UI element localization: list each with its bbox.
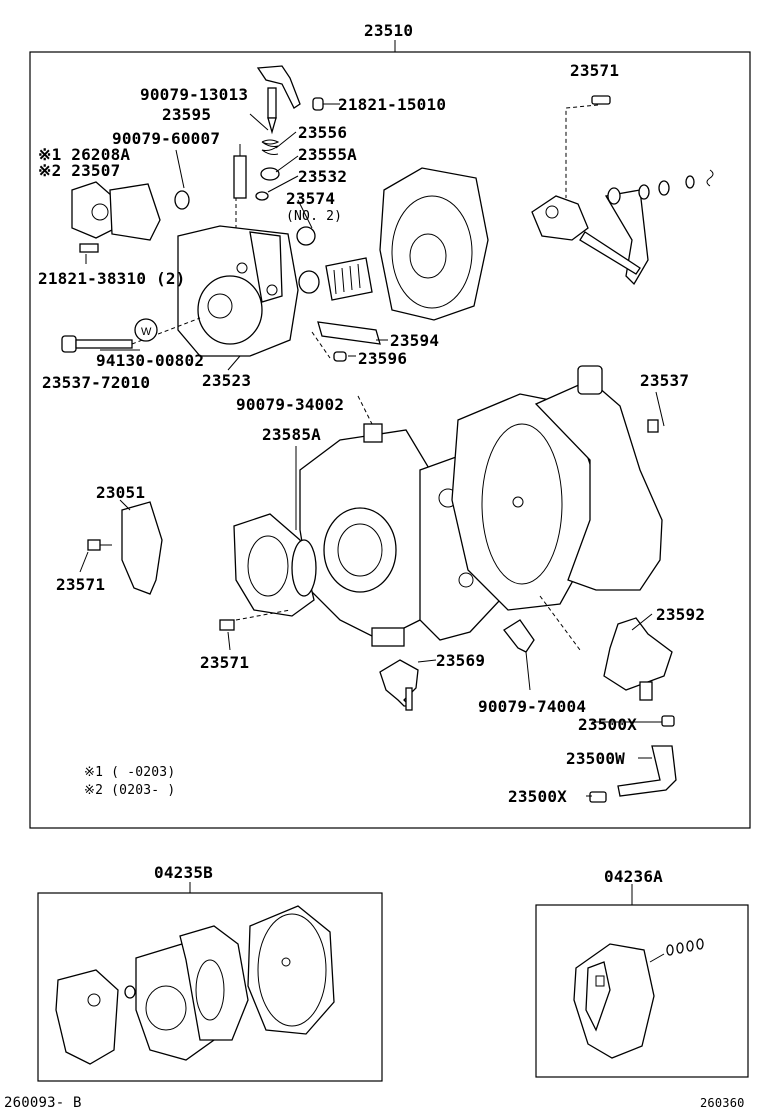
label-23507: ※2 23507 — [38, 161, 121, 180]
label-90079-34002: 90079-34002 — [236, 395, 345, 414]
assembly-label: 23510 — [364, 21, 414, 40]
kit-frame-left — [37, 892, 383, 1082]
valve-23592 — [539, 595, 673, 701]
label-23532: 23532 — [298, 167, 348, 186]
upper-gasket — [379, 167, 489, 321]
kit-label-left: 04235B — [154, 863, 213, 882]
kit-right-drawing — [573, 938, 704, 1059]
label-21821-15010: 21821-15010 — [338, 95, 447, 114]
label-23500X-lower: 23500X — [508, 787, 567, 806]
footnote-2: ※2 (0203- ) — [84, 783, 176, 798]
label-23537: 23537 — [640, 371, 690, 390]
label-26208A: ※1 26208A — [38, 145, 131, 164]
housing-23523 — [177, 225, 299, 357]
label-23585A: 23585A — [262, 425, 321, 444]
label-23571-mid: 23571 — [200, 653, 250, 672]
fitting-23569 — [379, 619, 535, 711]
callout-leaders — [79, 113, 665, 797]
label-23051: 23051 — [96, 483, 146, 502]
footnote-1: ※1 ( -0203) — [84, 765, 176, 780]
label-23596: 23596 — [358, 349, 408, 368]
cover-23585A — [219, 513, 317, 631]
label-94130-00802: 94130-00802 — [96, 351, 205, 370]
kit-frame-right — [535, 904, 749, 1078]
assembly-frame — [29, 51, 751, 829]
actuator-26208A — [71, 181, 190, 253]
label-90079-60007: 90079-60007 — [112, 129, 221, 148]
hose-23500W — [589, 715, 677, 803]
bolt-23595 — [233, 155, 247, 199]
sensor-23051 — [87, 501, 163, 595]
washer-mark: W — [141, 326, 152, 338]
label-90079-74004: 90079-74004 — [478, 697, 587, 716]
bolt-23537-72010 — [61, 317, 201, 353]
label-23571-left: 23571 — [56, 575, 106, 594]
label-23537-72010: 23537-72010 — [42, 373, 151, 392]
kit-label-right: 04236A — [604, 867, 663, 886]
label-23592: 23592 — [656, 605, 706, 624]
label-23594: 23594 — [390, 331, 440, 350]
doc-code-left: 260093- B — [4, 1095, 82, 1111]
label-23555A: 23555A — [298, 145, 357, 164]
label-23500W: 23500W — [566, 749, 625, 768]
label-no2: (NO. 2) — [286, 209, 343, 224]
label-23571-top: 23571 — [570, 61, 620, 80]
label-23574: 23574 — [286, 189, 336, 208]
label-21821-38310: 21821-38310 (2) — [38, 269, 186, 288]
plunger-parts — [235, 65, 373, 301]
diaphragm-gasket — [451, 365, 663, 611]
label-23500X-upper: 23500X — [578, 715, 637, 734]
doc-code-right: 260360 — [700, 1096, 745, 1110]
kit-left-drawing — [55, 905, 335, 1065]
filter-23594 — [311, 321, 381, 362]
label-23523: 23523 — [202, 371, 252, 390]
label-90079-13013: 90079-13013 — [140, 85, 249, 104]
label-23595: 23595 — [162, 105, 212, 124]
main-body — [299, 395, 501, 647]
label-23556: 23556 — [298, 123, 348, 142]
label-23569: 23569 — [436, 651, 486, 670]
linkage-group — [531, 95, 714, 286]
